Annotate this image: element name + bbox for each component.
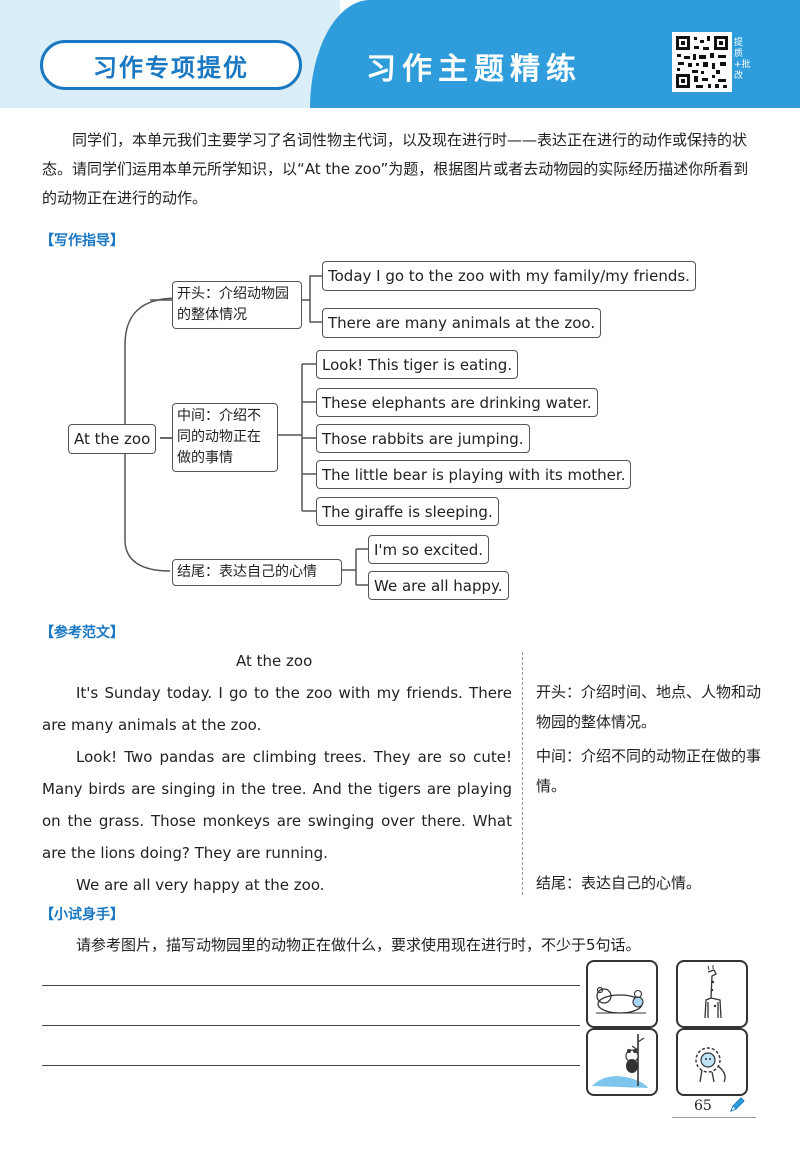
pencil-icon: [730, 1097, 745, 1112]
mindmap-root: At the zoo: [68, 424, 157, 454]
mindmap-ending-item-1: I'm so excited.: [368, 535, 490, 564]
essay-title: At the zoo: [236, 652, 313, 670]
giraffe-picture: [676, 960, 748, 1028]
mindmap-middle-item-5: The giraffe is sleeping.: [316, 497, 499, 526]
task-instruction: 请参考图片，描写动物园里的动物正在做什么，要求使用现在进行时，不少于5句话。: [76, 936, 641, 954]
mindmap-category-middle: 中间：介绍不同的动物正在做的事情: [172, 403, 278, 472]
section-heading-try: 【小试身手】: [40, 907, 124, 923]
page-title: 习作主题精练: [366, 52, 582, 87]
essay-note-ending: 结尾：表达自己的心情。: [536, 874, 702, 892]
writing-line[interactable]: [42, 985, 580, 986]
mindmap-ending-item-2: We are all happy.: [368, 571, 509, 600]
essay-paragraph-2: Look! Two pandas are climbing trees. The…: [42, 748, 512, 862]
mindmap-category-opening: 开头：介绍动物园的整体情况: [172, 281, 302, 329]
mindmap-opening-item-2: There are many animals at the zoo.: [322, 308, 602, 338]
section-tag: 习作专项提优: [40, 40, 302, 90]
writing-line[interactable]: [42, 1065, 580, 1066]
mindmap-middle-item-4: The little bear is playing with its moth…: [316, 460, 632, 489]
intro-paragraph: 同学们，本单元我们主要学习了名词性物主代词，以及现在进行时——表达正在进行的动作…: [42, 131, 749, 207]
essay-paragraph-1: It's Sunday today. I go to the zoo with …: [42, 684, 512, 734]
qr-code[interactable]: [672, 32, 732, 92]
section-heading-sample: 【参考范文】: [40, 625, 124, 641]
page-number: 65: [694, 1098, 712, 1114]
essay-divider: [522, 652, 523, 895]
writing-line[interactable]: [42, 1025, 580, 1026]
essay-paragraph-3: We are all very happy at the zoo.: [76, 876, 325, 894]
footer-rule: [672, 1117, 756, 1118]
qr-side-text: 提质+批改: [734, 38, 751, 81]
page-header: 习作专项提优 习作主题精练 提质+批改: [0, 0, 800, 108]
mindmap-category-ending: 结尾：表达自己的心情: [172, 559, 342, 586]
section-heading-guide: 【写作指导】: [40, 233, 124, 249]
panda-picture: [586, 1028, 658, 1096]
mindmap-middle-item-2: These elephants are drinking water.: [316, 388, 598, 417]
qr-code-icon: [674, 34, 730, 90]
essay-body: It's Sunday today. I go to the zoo with …: [42, 677, 512, 901]
lion-picture: [676, 1028, 748, 1096]
mindmap-middle-item-3: Those rabbits are jumping.: [316, 424, 530, 453]
mindmap-middle-item-1: Look! This tiger is eating.: [316, 350, 519, 379]
essay-note-opening: 开头：介绍时间、地点、人物和动物园的整体情况。: [536, 683, 762, 731]
mindmap-opening-item-1: Today I go to the zoo with my family/my …: [322, 261, 696, 291]
sleeping-bear-picture: [586, 960, 658, 1028]
essay-note-middle: 中间：介绍不同的动物正在做的事情。: [536, 747, 762, 795]
section-tag-label: 习作专项提优: [93, 53, 249, 82]
